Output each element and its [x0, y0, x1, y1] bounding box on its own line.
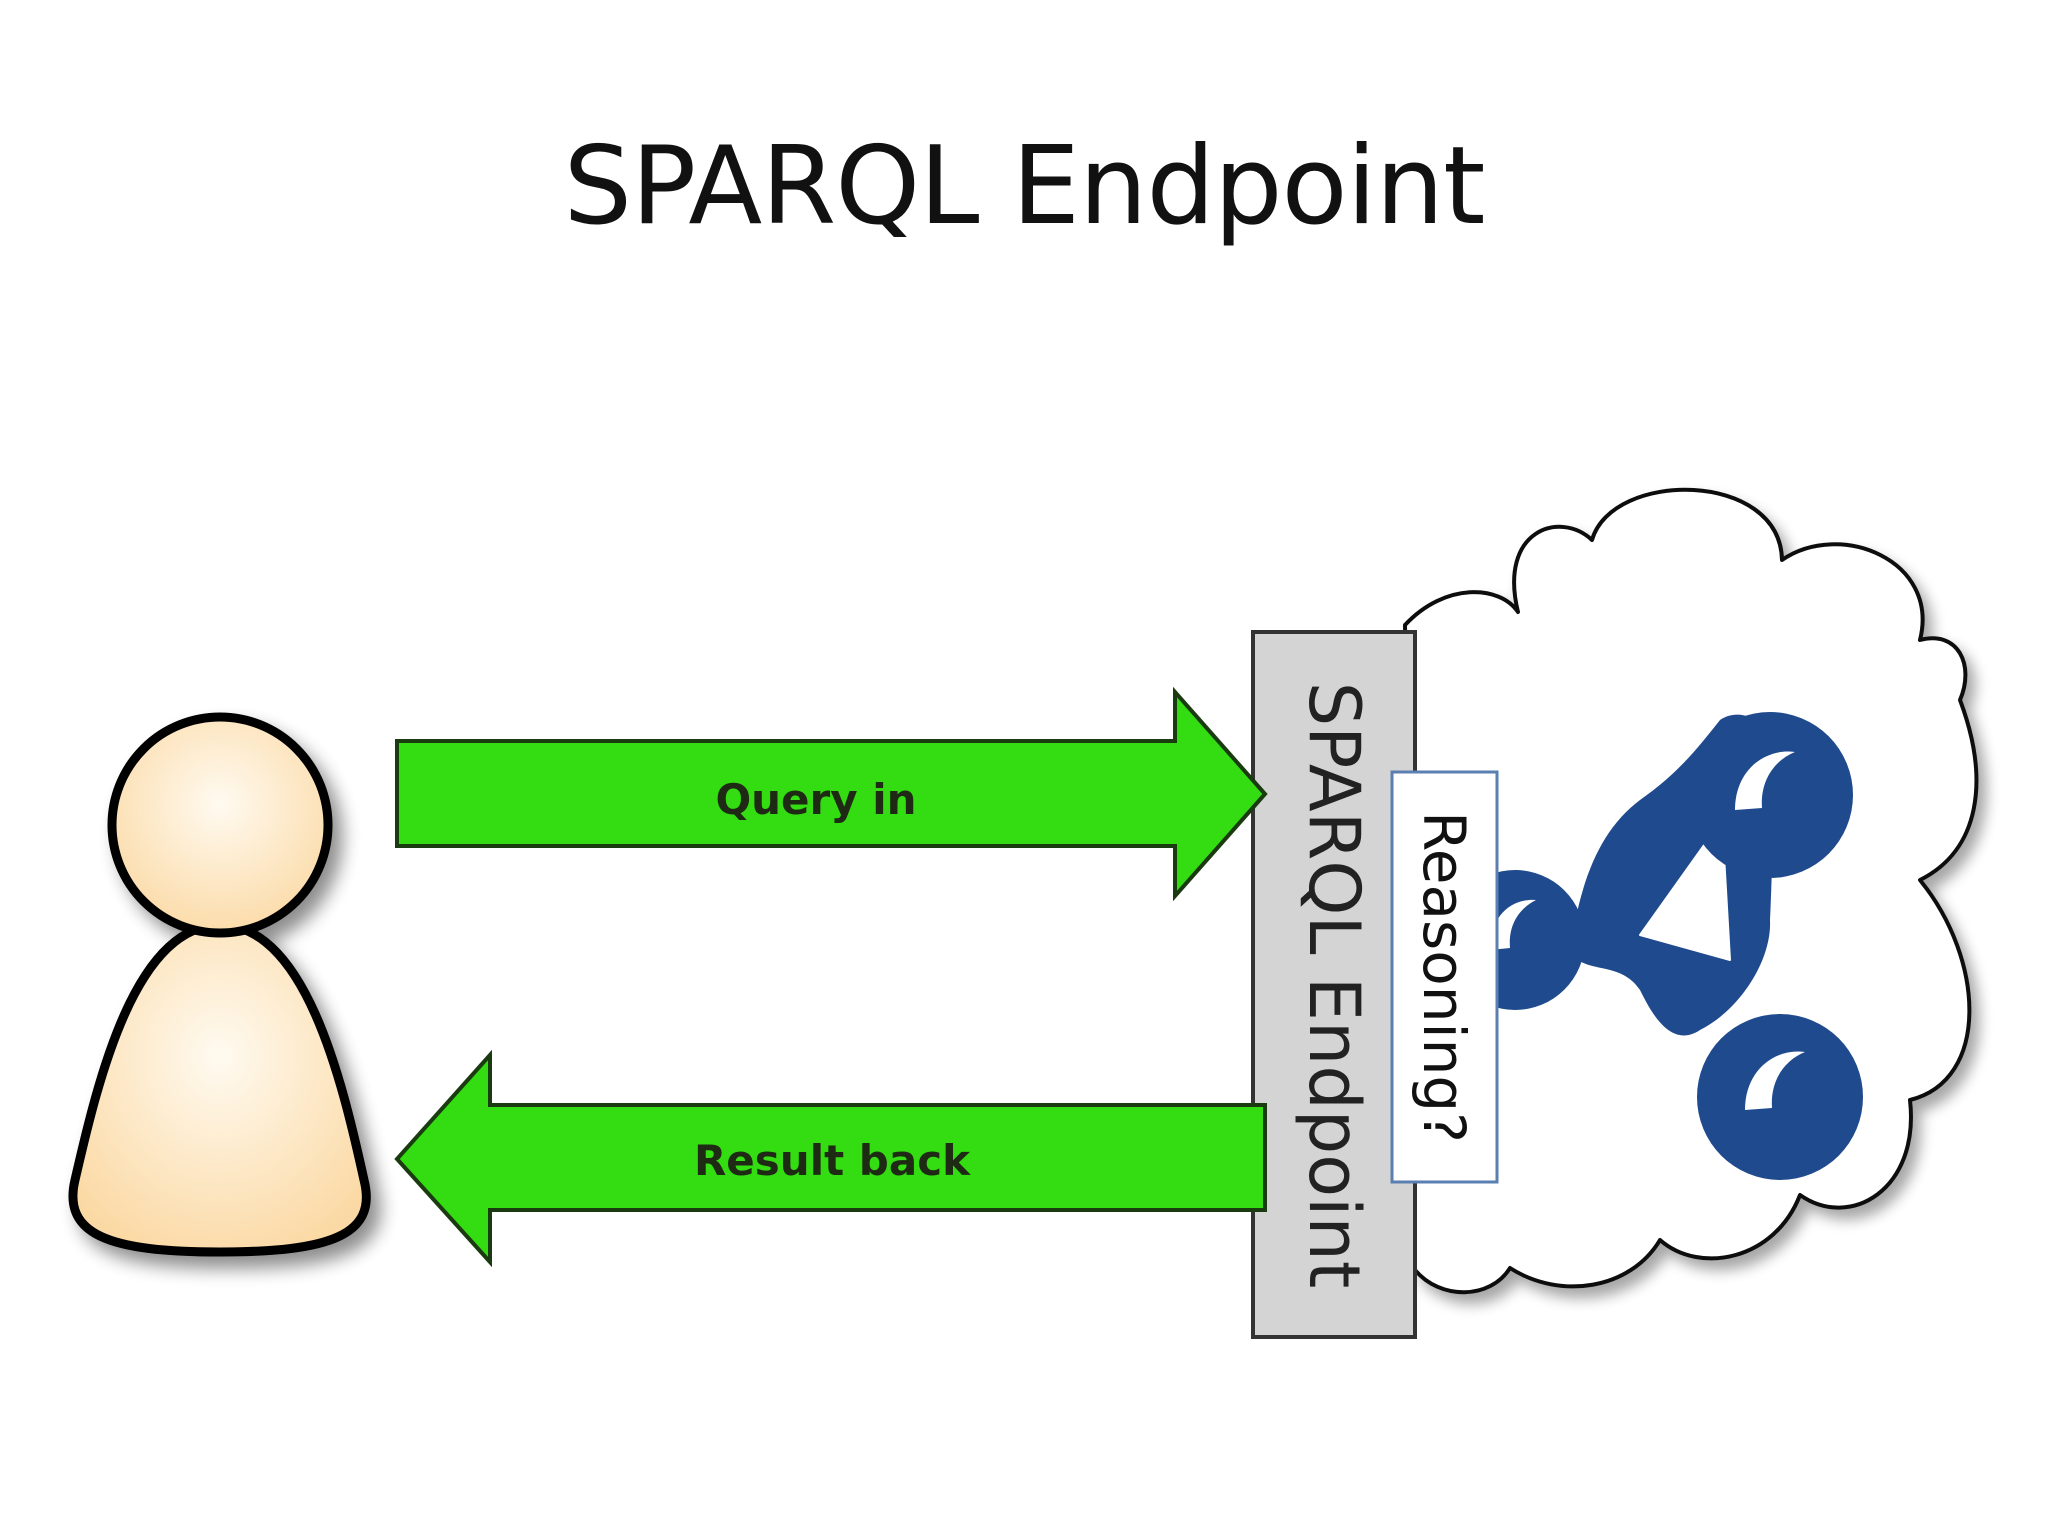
sparql-endpoint-box-label: SPARQL Endpoint: [1293, 682, 1375, 1289]
result-back-arrow-label: Result back: [694, 1136, 971, 1185]
query-in-arrow-label: Query in: [715, 775, 916, 824]
result-back-arrow: Result back: [394, 1049, 1267, 1268]
reasoning-box-label: Reasoning?: [1410, 811, 1478, 1143]
sparql-endpoint-box: SPARQL Endpoint: [1251, 630, 1417, 1339]
query-in-arrow: Query in: [395, 686, 1268, 902]
user-icon: [68, 712, 371, 1257]
reasoning-box: Reasoning?: [1390, 770, 1499, 1184]
slide-title: SPARQL Endpoint: [563, 124, 1486, 249]
